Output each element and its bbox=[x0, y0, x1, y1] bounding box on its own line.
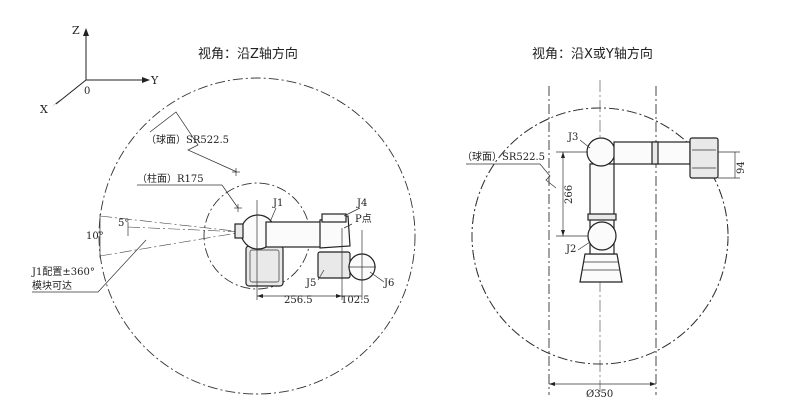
right-view: 视角：沿X或Y轴方向 （球面）SR522.5 bbox=[462, 46, 747, 400]
dim-102: 102.5 bbox=[341, 295, 370, 306]
right-view-title: 视角：沿X或Y轴方向 bbox=[532, 46, 653, 62]
dim-10-deg: 10° bbox=[86, 231, 104, 242]
left-view-title: 视角：沿Z轴方向 bbox=[198, 46, 298, 62]
axis-origin-label: 0 bbox=[84, 86, 90, 97]
dim-5-deg: 5° bbox=[118, 218, 129, 229]
j1-note-line2: 模块可达 bbox=[32, 280, 72, 292]
dim-350: Ø350 bbox=[586, 389, 613, 400]
cylinder-label: （柱面）R175 bbox=[137, 172, 204, 185]
sphere-reach-circle bbox=[98, 77, 416, 395]
axis-x-label: X bbox=[40, 103, 48, 116]
dim-266: 266 bbox=[564, 185, 575, 204]
joint-label-j5: J5 bbox=[305, 278, 316, 289]
dim-94: 94 bbox=[736, 161, 747, 174]
left-view: 视角：沿Z轴方向 （球面）SR522.5 （柱面）R175 10° 5° J1配… bbox=[31, 46, 416, 395]
axis-y-label: Y bbox=[150, 74, 159, 87]
sphere-label-right: （球面）SR522.5 bbox=[462, 150, 545, 163]
joint-label-j1: J1 bbox=[272, 198, 283, 209]
axis-z-label: Z bbox=[72, 24, 80, 37]
joint-label-j4: J4 bbox=[356, 198, 367, 209]
sphere-label-left: （球面）SR522.5 bbox=[146, 133, 229, 146]
joint-label-j2: J2 bbox=[565, 244, 576, 255]
robot-side-view bbox=[579, 137, 719, 283]
j1-note-line1: J1配置±360° bbox=[31, 266, 95, 278]
joint-label-j3: J3 bbox=[567, 132, 578, 143]
joint-label-j6: J6 bbox=[383, 278, 394, 289]
dim-256: 256.5 bbox=[284, 295, 313, 306]
coordinate-axes: Z Y X 0 bbox=[40, 24, 159, 116]
p-point-label: P点 bbox=[355, 213, 372, 225]
